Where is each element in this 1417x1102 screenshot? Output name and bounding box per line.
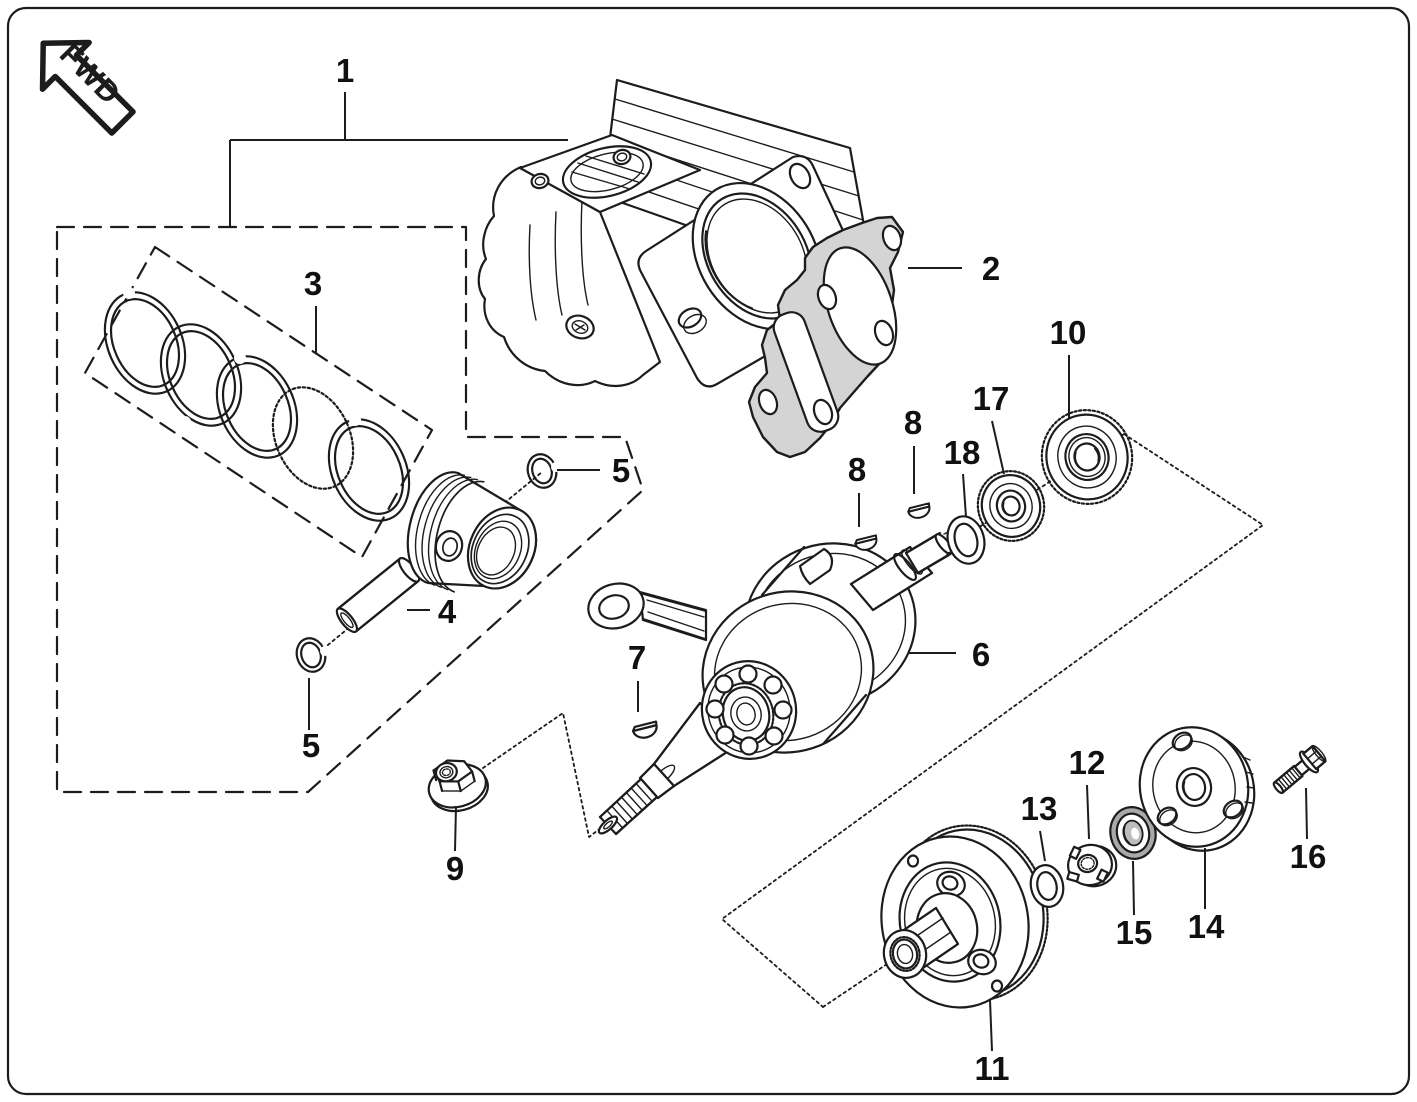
ring-5 bbox=[327, 414, 411, 522]
page-border bbox=[6, 6, 1411, 1096]
plate-screw-hole bbox=[1222, 799, 1244, 820]
part-12-slotted-nut bbox=[1066, 843, 1118, 888]
part-15-seal bbox=[1109, 806, 1157, 860]
callout-12: 12 bbox=[1069, 744, 1106, 781]
callout-2: 2 bbox=[982, 250, 1000, 287]
callout-4: 4 bbox=[438, 593, 457, 630]
part-13-washer bbox=[1029, 864, 1065, 908]
callout-1: 1 bbox=[336, 52, 354, 89]
connecting-rod bbox=[587, 582, 708, 642]
callout-14: 14 bbox=[1188, 908, 1225, 945]
part-3-piston-rings bbox=[103, 287, 411, 522]
part-18-washer bbox=[946, 515, 986, 565]
part-4-piston-pin bbox=[335, 556, 421, 634]
callout-13: 13 bbox=[1021, 790, 1058, 827]
crank-shaft-right bbox=[849, 528, 963, 612]
callout-18: 18 bbox=[944, 434, 981, 471]
callout-18-leader bbox=[962, 473, 967, 518]
callout-9-leader bbox=[454, 805, 457, 852]
dotted-chevron-boundary bbox=[721, 433, 1264, 1008]
callout-5a: 5 bbox=[612, 452, 630, 489]
part-11-clutch-hub bbox=[880, 824, 1049, 1009]
callout-11: 11 bbox=[975, 1050, 1010, 1087]
fwd-marker: FWD bbox=[39, 38, 136, 136]
plate-screw-hole bbox=[1156, 806, 1178, 827]
callout-6: 6 bbox=[972, 636, 990, 673]
part-5-circlip-lower bbox=[295, 637, 330, 673]
callout-9: 9 bbox=[446, 850, 464, 887]
callout-10: 10 bbox=[1050, 314, 1087, 351]
axis-dotted-hub bbox=[822, 959, 894, 1008]
part-5-circlip-upper bbox=[526, 453, 561, 489]
part-8-key-b bbox=[854, 534, 878, 551]
callout-15-leader bbox=[1132, 860, 1135, 916]
callout-17: 17 bbox=[973, 380, 1010, 417]
ring-2 bbox=[159, 323, 243, 428]
callout-8b: 8 bbox=[848, 451, 866, 488]
callout-7: 7 bbox=[628, 639, 646, 676]
part-17-gear bbox=[976, 470, 1046, 542]
ring-3 bbox=[215, 352, 299, 459]
callout-11-leader bbox=[989, 999, 993, 1052]
part-6-crankshaft bbox=[587, 528, 963, 836]
ring-4-oil bbox=[271, 386, 355, 490]
callout-13-leader bbox=[1039, 830, 1046, 862]
part-8-key-a bbox=[907, 502, 931, 519]
callout-17-leader bbox=[991, 420, 1005, 475]
callout-16-leader bbox=[1305, 787, 1308, 840]
callout-5b: 5 bbox=[302, 727, 320, 764]
part-7-woodruff-key bbox=[632, 720, 658, 739]
callout-3: 3 bbox=[304, 265, 322, 302]
fwd-arrow-icon bbox=[39, 39, 136, 136]
axis-dotted-left-zigzag bbox=[482, 712, 611, 838]
callout-15: 15 bbox=[1116, 914, 1153, 951]
part-9-flange-nut bbox=[427, 759, 489, 813]
part-2-gasket bbox=[747, 215, 905, 459]
callout-16: 16 bbox=[1290, 838, 1327, 875]
part-16-bolt bbox=[1272, 744, 1327, 795]
part-14-cover-plate bbox=[1138, 726, 1256, 852]
callout-12-leader bbox=[1086, 784, 1090, 840]
piston bbox=[406, 471, 538, 593]
crank-bearing bbox=[700, 660, 798, 760]
piston-group-dashed-outline bbox=[55, 225, 645, 794]
plate-screw-hole bbox=[1171, 731, 1193, 752]
part-10-gear bbox=[1040, 409, 1134, 505]
ring-set-dashed-outline bbox=[83, 245, 434, 559]
callout-8a: 8 bbox=[904, 404, 922, 441]
